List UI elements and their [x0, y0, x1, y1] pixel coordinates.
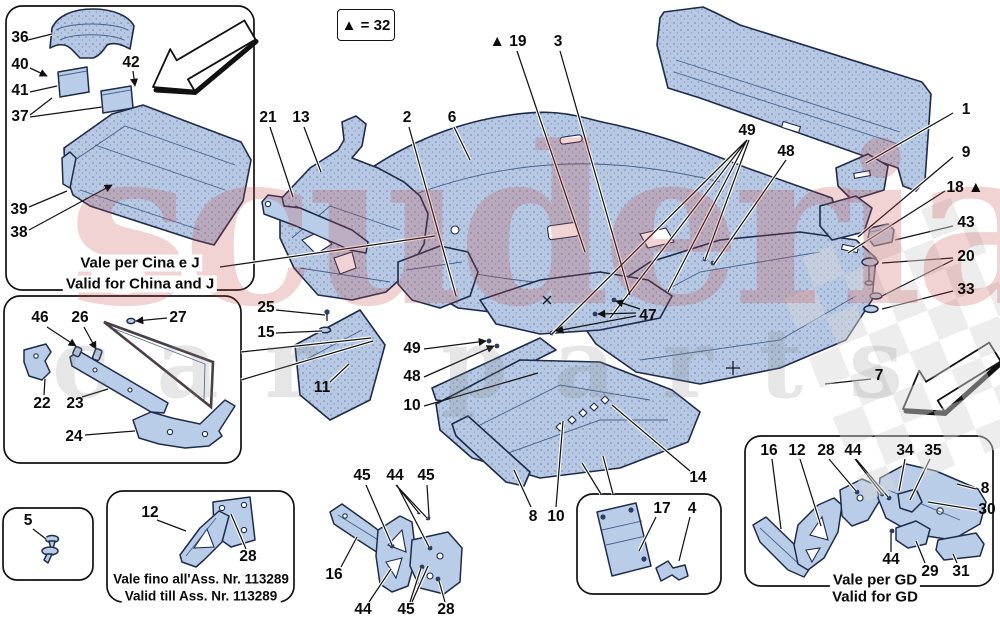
part-36-tunnel-cover [49, 8, 135, 59]
legend-triangle-equals-32: ▲ = 32 [337, 9, 395, 41]
part-21-rail [261, 194, 369, 254]
part-11-sill-trim [294, 309, 386, 421]
part-22-bracket [23, 343, 52, 381]
fastener-46-26-27 [72, 317, 136, 362]
direction-arrow-top-left [152, 19, 259, 96]
legend-text: ▲ = 32 [341, 16, 391, 34]
part-9-18-side-pieces [819, 153, 889, 241]
cross-marks [542, 295, 740, 375]
part-17-plate [596, 502, 652, 577]
part-24-bracket [132, 399, 236, 449]
part-1-rear-bulkhead-carpet [656, 6, 932, 192]
part-2-carpet-piece [397, 245, 479, 309]
part-41-37-plates [57, 66, 134, 114]
part-27-seal-frame [103, 320, 215, 410]
part-38-39-floor-mat [61, 104, 252, 246]
centre-tunnel-mats [431, 271, 701, 487]
direction-arrow-right [902, 341, 1000, 417]
leader-lines [27, 32, 978, 603]
part-4-bracket [655, 560, 689, 582]
